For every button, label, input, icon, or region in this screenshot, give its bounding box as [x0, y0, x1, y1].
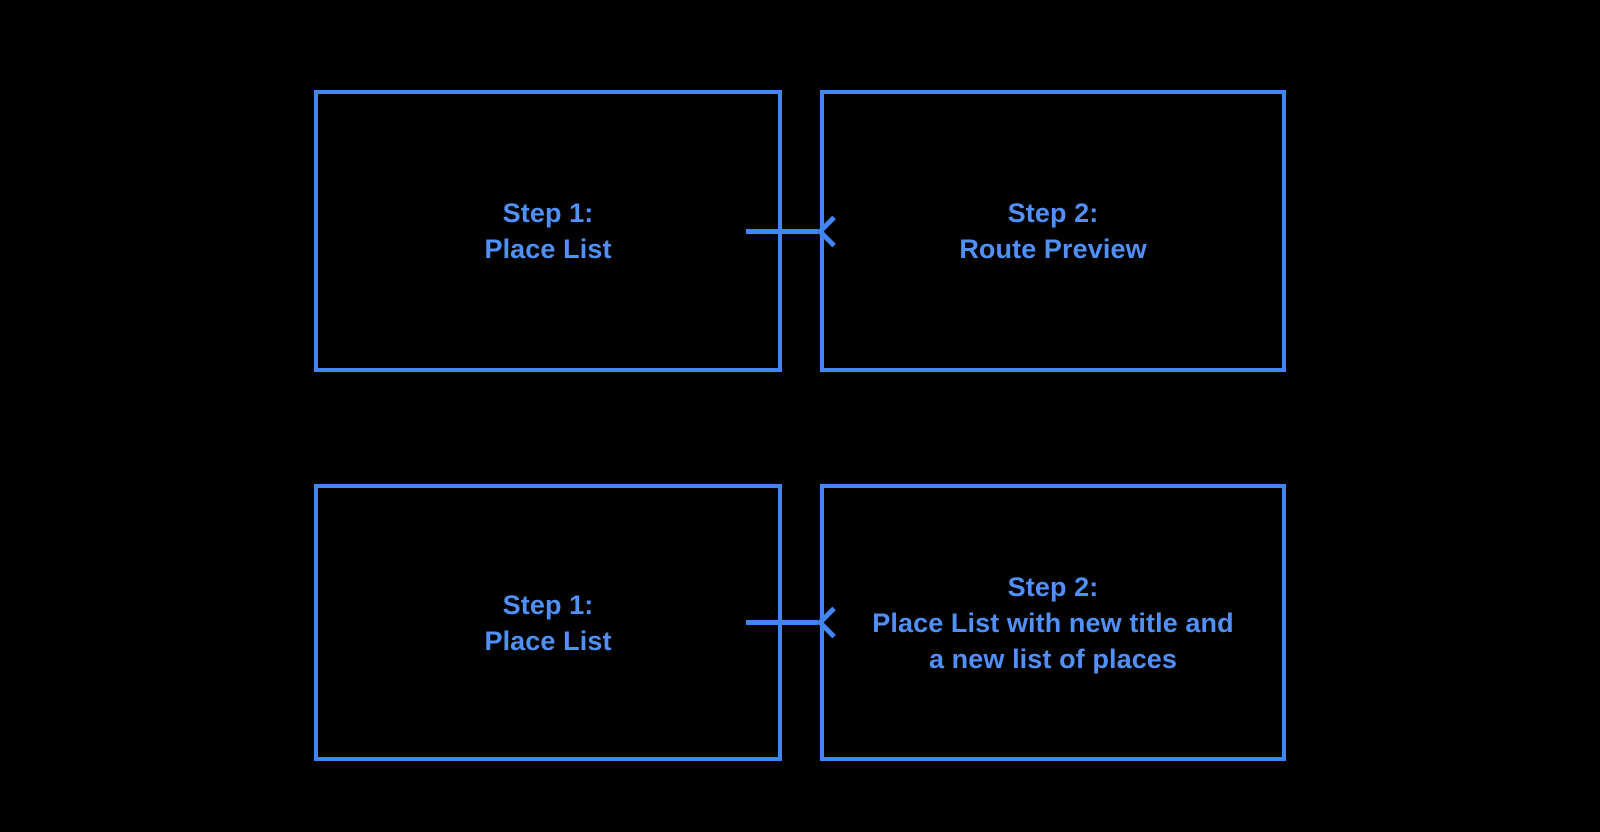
flow-step-label: Step 2: Place List with new title and a … [872, 571, 1234, 674]
flow-step-box-step2-route-preview[interactable]: Step 2: Route Preview [820, 90, 1286, 372]
flow-step-box-step2-place-list-updated[interactable]: Step 2: Place List with new title and a … [820, 484, 1286, 761]
flow-step-label: Step 1: Place List [484, 198, 612, 264]
flow-step-box-step1-place-list-alt[interactable]: Step 1: Place List [314, 484, 782, 761]
flow-step-label: Step 1: Place List [484, 589, 612, 656]
flow-step-box-step1-place-list[interactable]: Step 1: Place List [314, 90, 782, 372]
flow-step-label: Step 2: Route Preview [959, 198, 1147, 264]
